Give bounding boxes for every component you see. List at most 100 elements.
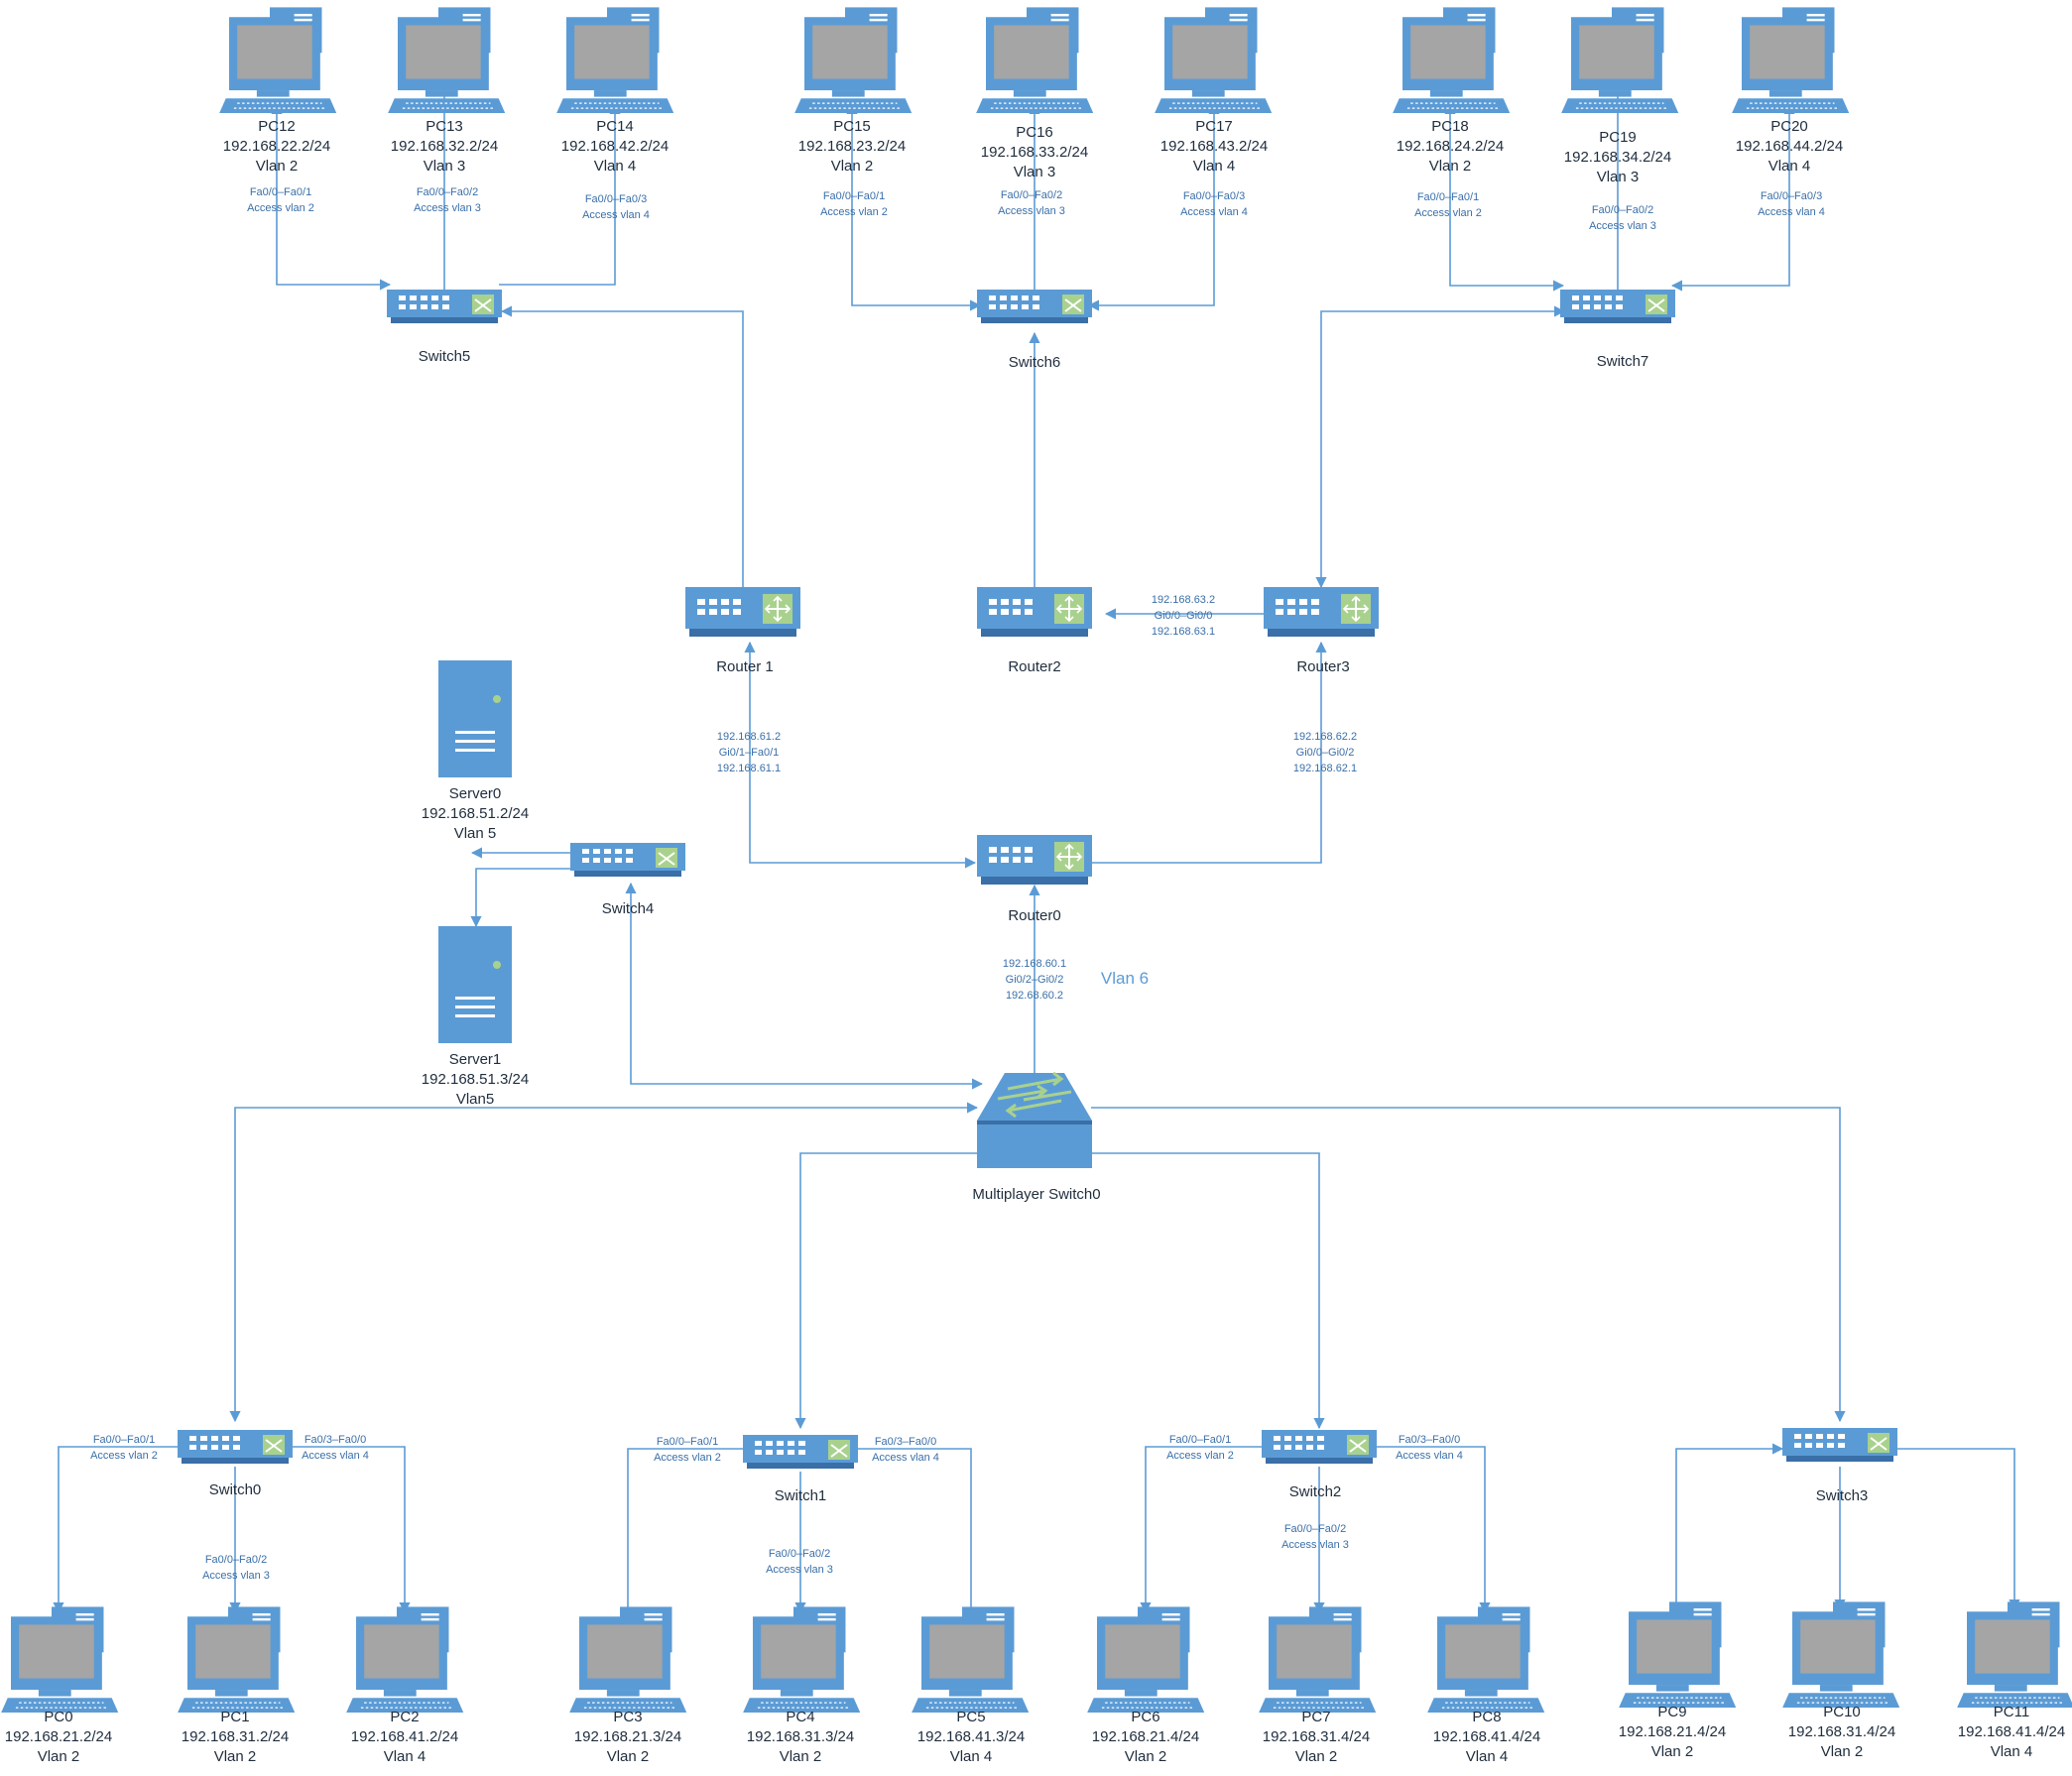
pc18-icon[interactable]: [1392, 6, 1511, 114]
switch4-icon[interactable]: [569, 842, 686, 878]
link-switch6-pc15: [846, 102, 982, 311]
router1-icon[interactable]: [684, 586, 801, 638]
pc6-icon[interactable]: [1086, 1605, 1205, 1714]
switch4-label: Switch4: [602, 900, 655, 917]
pc3-icon[interactable]: [568, 1605, 687, 1714]
pc12-icon[interactable]: [218, 6, 337, 114]
switch7-icon[interactable]: [1559, 289, 1676, 324]
link-multilayer-switch4: [625, 882, 984, 1090]
router3-label: Router3: [1296, 658, 1349, 675]
connection-lines: [53, 53, 2020, 1645]
switch0-icon[interactable]: [177, 1429, 294, 1465]
pc10-icon[interactable]: [1781, 1600, 1900, 1709]
router2-icon[interactable]: [976, 586, 1093, 638]
router0-label: Router0: [1008, 907, 1060, 924]
router0-icon[interactable]: [976, 834, 1093, 886]
switch3-label: Switch3: [1816, 1487, 1869, 1504]
multilayer-switch0-label: Multiplayer Switch0: [972, 1186, 1100, 1203]
link-switch7-pc18: [1444, 102, 1565, 292]
link-switch2-pc8: [1377, 1446, 1491, 1614]
link-multilayer-switch3: [1091, 1107, 1846, 1423]
link-switch4-server1: [470, 868, 571, 928]
pc16-icon[interactable]: [975, 6, 1094, 114]
link-switch2-pc6: [1140, 1446, 1262, 1614]
pc14-icon[interactable]: [555, 6, 674, 114]
pc13-icon[interactable]: [387, 6, 506, 114]
pc2-icon[interactable]: [345, 1605, 464, 1714]
switch1-icon[interactable]: [742, 1434, 859, 1470]
link-switch3-pc11: [1897, 1448, 2020, 1611]
pc17-icon[interactable]: [1154, 6, 1273, 114]
link-switch6-pc17: [1087, 102, 1220, 311]
switch7-label: Switch7: [1597, 353, 1649, 370]
link-router1-switch5: [500, 305, 744, 587]
link-switch5-pc14: [499, 102, 621, 286]
server0-icon[interactable]: [438, 660, 512, 777]
router1-label: Router 1: [716, 658, 774, 675]
switch5-icon[interactable]: [386, 289, 503, 324]
pc0-icon[interactable]: [0, 1605, 119, 1714]
link-switch1-pc5: [858, 1448, 977, 1624]
pc19-icon[interactable]: [1560, 6, 1679, 114]
router2-label: Router2: [1008, 658, 1060, 675]
link-switch7-pc20: [1670, 102, 1795, 292]
switch0-label: Switch0: [209, 1481, 262, 1498]
pc11-icon[interactable]: [1956, 1600, 2072, 1709]
link-multilayer-switch1: [794, 1147, 1036, 1430]
switch5-label: Switch5: [419, 348, 471, 365]
pc5-icon[interactable]: [911, 1605, 1030, 1714]
link-multilayer-switch0: [229, 1102, 979, 1423]
pc15-icon[interactable]: [793, 6, 913, 114]
pc8-icon[interactable]: [1426, 1605, 1545, 1714]
switch2-label: Switch2: [1289, 1483, 1342, 1500]
link-router3-switch7: [1315, 305, 1566, 589]
switch6-icon[interactable]: [976, 289, 1093, 324]
pc20-icon[interactable]: [1731, 6, 1850, 114]
multilayer-switch0-icon[interactable]: [977, 1071, 1092, 1168]
server1-icon[interactable]: [438, 926, 512, 1043]
link-switch5-pc12: [271, 102, 392, 291]
pc4-icon[interactable]: [742, 1605, 861, 1714]
router3-icon[interactable]: [1263, 586, 1380, 638]
switch2-icon[interactable]: [1261, 1429, 1378, 1465]
vlan6-label: Vlan 6: [1101, 969, 1149, 988]
pc9-icon[interactable]: [1618, 1600, 1737, 1709]
switch3-icon[interactable]: [1781, 1427, 1898, 1463]
link-switch1-pc3: [622, 1448, 743, 1624]
pc1-icon[interactable]: [177, 1605, 296, 1714]
switch1-label: Switch1: [775, 1487, 827, 1504]
pc7-icon[interactable]: [1258, 1605, 1377, 1714]
